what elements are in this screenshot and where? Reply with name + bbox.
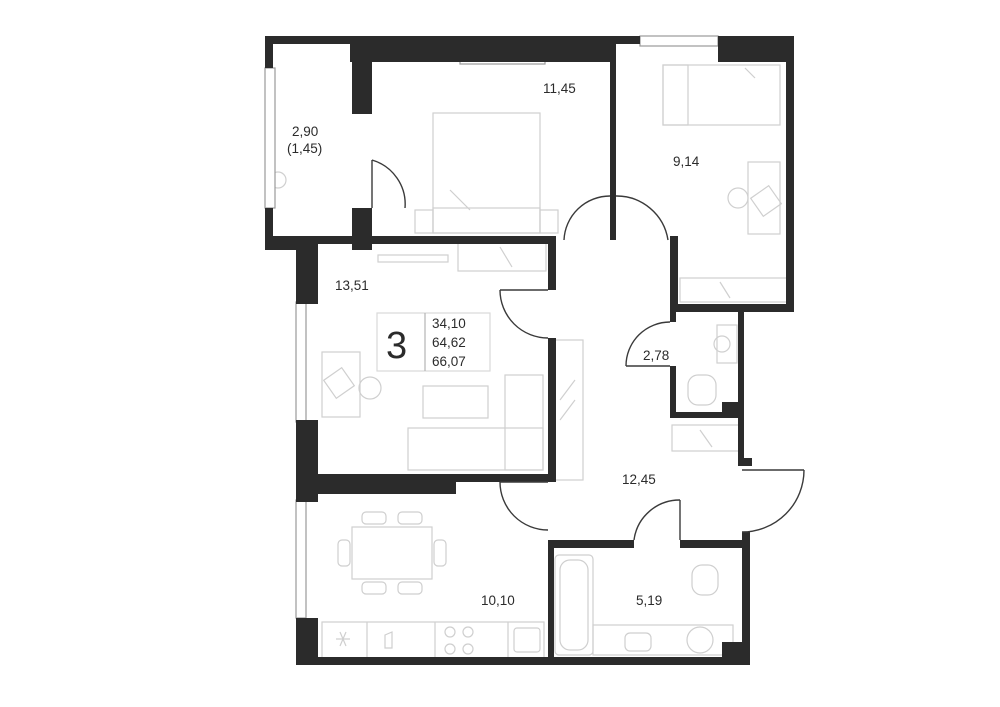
toilet-area: 2,78 <box>643 348 669 363</box>
living-area: 34,10 <box>432 316 466 331</box>
living-room-area: 13,51 <box>335 278 369 293</box>
bedroom-main-area: 11,45 <box>543 81 576 96</box>
furniture <box>269 64 789 659</box>
summary-box <box>376 312 491 372</box>
total-area: 64,62 <box>432 335 466 350</box>
balcony-reduced-area: (1,45) <box>287 141 322 156</box>
room-count: 3 <box>386 325 407 367</box>
bathroom-area: 5,19 <box>636 593 662 608</box>
hallway-area: 12,45 <box>622 472 656 487</box>
walls <box>265 36 794 665</box>
doors <box>371 159 805 541</box>
bedroom-small-area: 9,14 <box>673 154 700 169</box>
kitchen-area: 10,10 <box>481 593 515 608</box>
room-labels: 2,90 (1,45) 11,45 9,14 13,51 2,78 12,45 … <box>287 81 700 608</box>
apartment-summary: 3 34,10 64,62 66,07 <box>376 312 491 372</box>
total-area-with-balcony: 66,07 <box>432 354 466 369</box>
balcony-area: 2,90 <box>292 124 318 139</box>
